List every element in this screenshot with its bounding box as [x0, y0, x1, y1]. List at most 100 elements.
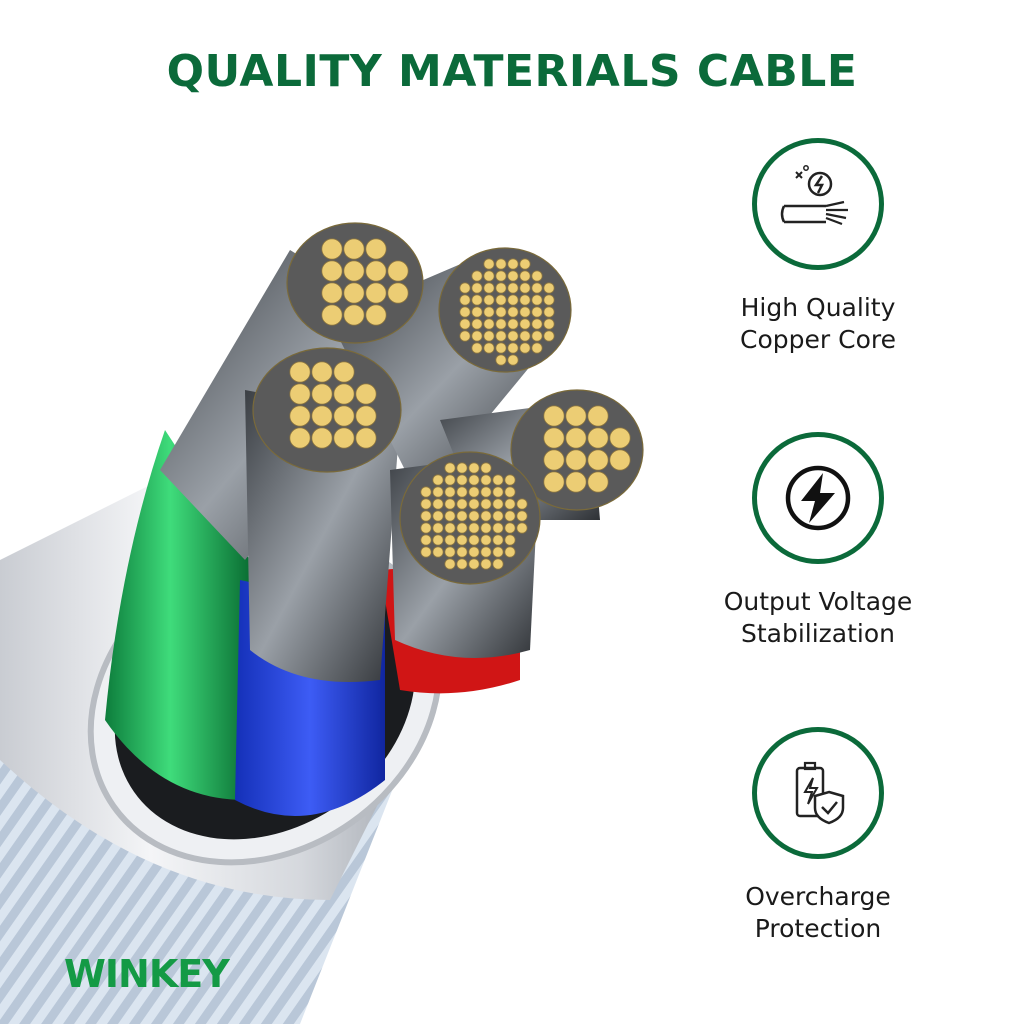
copper-strand [480, 462, 492, 474]
copper-strand [456, 534, 468, 546]
copper-strand [471, 318, 483, 330]
feature-overcharge-protection: Overcharge Protection [712, 727, 924, 945]
copper-strand [504, 522, 516, 534]
copper-strand [492, 558, 504, 570]
copper-strand [459, 294, 471, 306]
feature-label-line2: Protection [754, 914, 882, 943]
copper-strand [468, 486, 480, 498]
copper-strand [420, 510, 432, 522]
copper-strand [456, 474, 468, 486]
copper-strand [420, 534, 432, 546]
copper-strand [492, 546, 504, 558]
copper-strand [565, 427, 587, 449]
copper-strand [504, 486, 516, 498]
copper-strand [483, 270, 495, 282]
copper-strand [480, 474, 492, 486]
copper-strand [531, 294, 543, 306]
copper-strand [444, 546, 456, 558]
copper-strand [480, 522, 492, 534]
copper-strand [471, 342, 483, 354]
copper-strand [444, 510, 456, 522]
copper-strand [516, 510, 528, 522]
copper-strand [355, 405, 377, 427]
copper-strand [444, 462, 456, 474]
copper-strand [519, 258, 531, 270]
copper-strand [365, 304, 387, 326]
copper-strand [531, 306, 543, 318]
copper-strand [492, 510, 504, 522]
copper-strand [543, 306, 555, 318]
copper-strand [343, 282, 365, 304]
copper-strand [333, 427, 355, 449]
lightning-icon-circle [752, 432, 884, 564]
copper-strand [543, 427, 565, 449]
copper-strand [459, 318, 471, 330]
copper-strand [321, 260, 343, 282]
copper-strand [471, 306, 483, 318]
copper-strand [495, 318, 507, 330]
feature-label-line1: Overcharge [745, 882, 891, 911]
copper-strand [495, 282, 507, 294]
copper-strand [531, 330, 543, 342]
copper-strand [504, 534, 516, 546]
copper-strand [456, 510, 468, 522]
copper-strand [495, 270, 507, 282]
copper-strand [459, 282, 471, 294]
copper-strand [355, 427, 377, 449]
copper-strand [444, 522, 456, 534]
copper-strand [420, 498, 432, 510]
copper-strand [321, 238, 343, 260]
copper-strand [519, 306, 531, 318]
copper-strand [420, 486, 432, 498]
copper-strand [495, 306, 507, 318]
copper-strand [456, 498, 468, 510]
copper-strand [531, 282, 543, 294]
copper-strand [587, 471, 609, 493]
copper-strand [480, 546, 492, 558]
feature-label: High Quality Copper Core [712, 292, 924, 356]
copper-strand [311, 383, 333, 405]
copper-strand [480, 558, 492, 570]
copper-strand [420, 522, 432, 534]
copper-strand [444, 486, 456, 498]
copper-strand [480, 498, 492, 510]
copper-strand [471, 294, 483, 306]
copper-strand [519, 342, 531, 354]
copper-strand [444, 558, 456, 570]
copper-strand [516, 522, 528, 534]
copper-strand [519, 282, 531, 294]
copper-strand [507, 294, 519, 306]
copper-strand [483, 342, 495, 354]
copper-strand [565, 471, 587, 493]
copper-strand [507, 282, 519, 294]
copper-strand [444, 534, 456, 546]
copper-strand [311, 427, 333, 449]
copper-strand [492, 498, 504, 510]
copper-strand [492, 522, 504, 534]
copper-strand [507, 258, 519, 270]
copper-strand [321, 304, 343, 326]
copper-strand [543, 330, 555, 342]
copper-strand [483, 258, 495, 270]
copper-strand [432, 510, 444, 522]
copper-strand [516, 498, 528, 510]
copper-strand [432, 546, 444, 558]
copper-strand [504, 498, 516, 510]
copper-strand [456, 522, 468, 534]
copper-strand [565, 449, 587, 471]
feature-label-line2: Copper Core [740, 325, 896, 354]
copper-strand [543, 294, 555, 306]
copper-strand [432, 534, 444, 546]
copper-strand [311, 405, 333, 427]
feature-voltage-stabilization: Output Voltage Stabilization [712, 432, 924, 650]
copper-strand [495, 294, 507, 306]
copper-strand [507, 306, 519, 318]
copper-strand [519, 318, 531, 330]
copper-strand [471, 282, 483, 294]
feature-copper-core: High Quality Copper Core [712, 138, 924, 356]
copper-strand [321, 282, 343, 304]
copper-strand [504, 474, 516, 486]
copper-strand [565, 405, 587, 427]
feature-label: Output Voltage Stabilization [712, 586, 924, 650]
copper-strand [587, 427, 609, 449]
